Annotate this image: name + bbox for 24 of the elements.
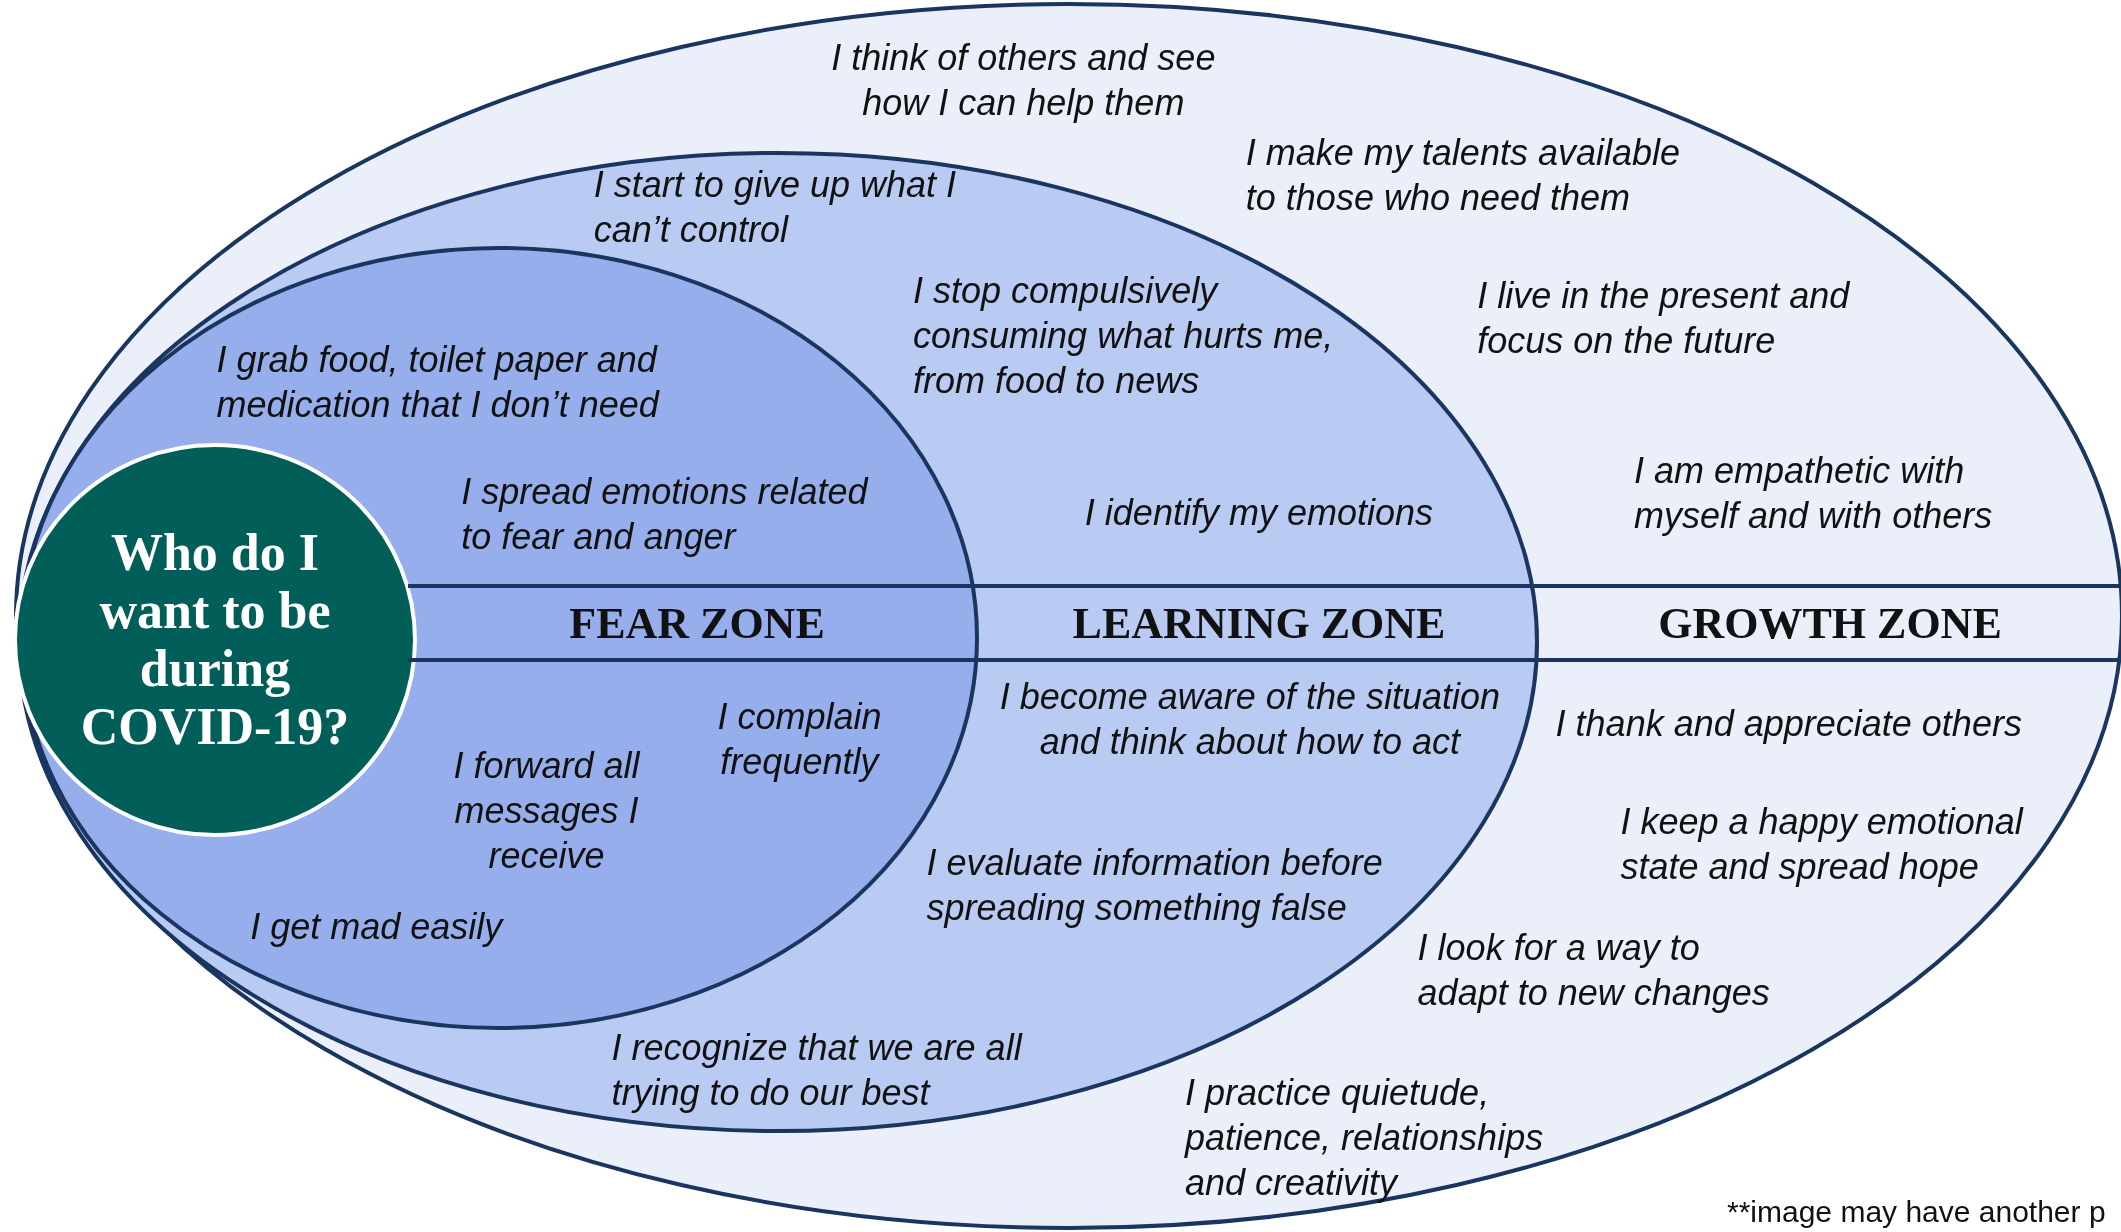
question-text: Who do I want to be during COVID-19? <box>79 524 351 756</box>
statement-text: I thank and appreciate others <box>1555 701 2023 746</box>
statement-text: I stop compulsively consuming what hurts me, from food to news <box>913 268 1335 403</box>
statement-text: I keep a happy emotional state and spread hope <box>1620 800 2025 890</box>
statement-text: I complain frequently <box>716 694 883 784</box>
statement-text: I evaluate information before spreading something false <box>926 841 1384 930</box>
statement-text: I am empathetic with myself and with others <box>1634 448 1994 538</box>
statement-text: I spread emotions related to fear and anger <box>461 470 870 560</box>
statement-text: I grab food, toilet paper and medication that I don’t need <box>216 337 661 427</box>
statement-text: I start to give up what I can’t control <box>593 163 957 253</box>
zone-title: GROWTH ZONE <box>1658 597 2002 649</box>
statement-text: I practice quietude, patience, relationships and creativity <box>1184 1070 1545 1205</box>
statement-text: I live in the present and focus on the future <box>1477 274 1851 364</box>
statement-text: I identify my emotions <box>1084 490 1434 535</box>
statement-text: I recognize that we are all trying to do our best <box>611 1026 1024 1116</box>
statement-text: I forward all messages I receive <box>452 743 642 878</box>
statement-text: I look for a way to adapt to new changes <box>1417 926 1771 1016</box>
statement-text: I get mad easily <box>250 904 505 949</box>
statement-text: I think of others and see how I can help them <box>830 36 1217 126</box>
footnote-text: **image may have another p <box>1727 1194 2106 1230</box>
zone-title: LEARNING ZONE <box>1072 597 1446 649</box>
statement-text: I become aware of the situation and think about how to act <box>998 674 1501 764</box>
statement-text: I make my talents available to those who need them <box>1245 130 1681 220</box>
zone-title: FEAR ZONE <box>569 597 825 649</box>
